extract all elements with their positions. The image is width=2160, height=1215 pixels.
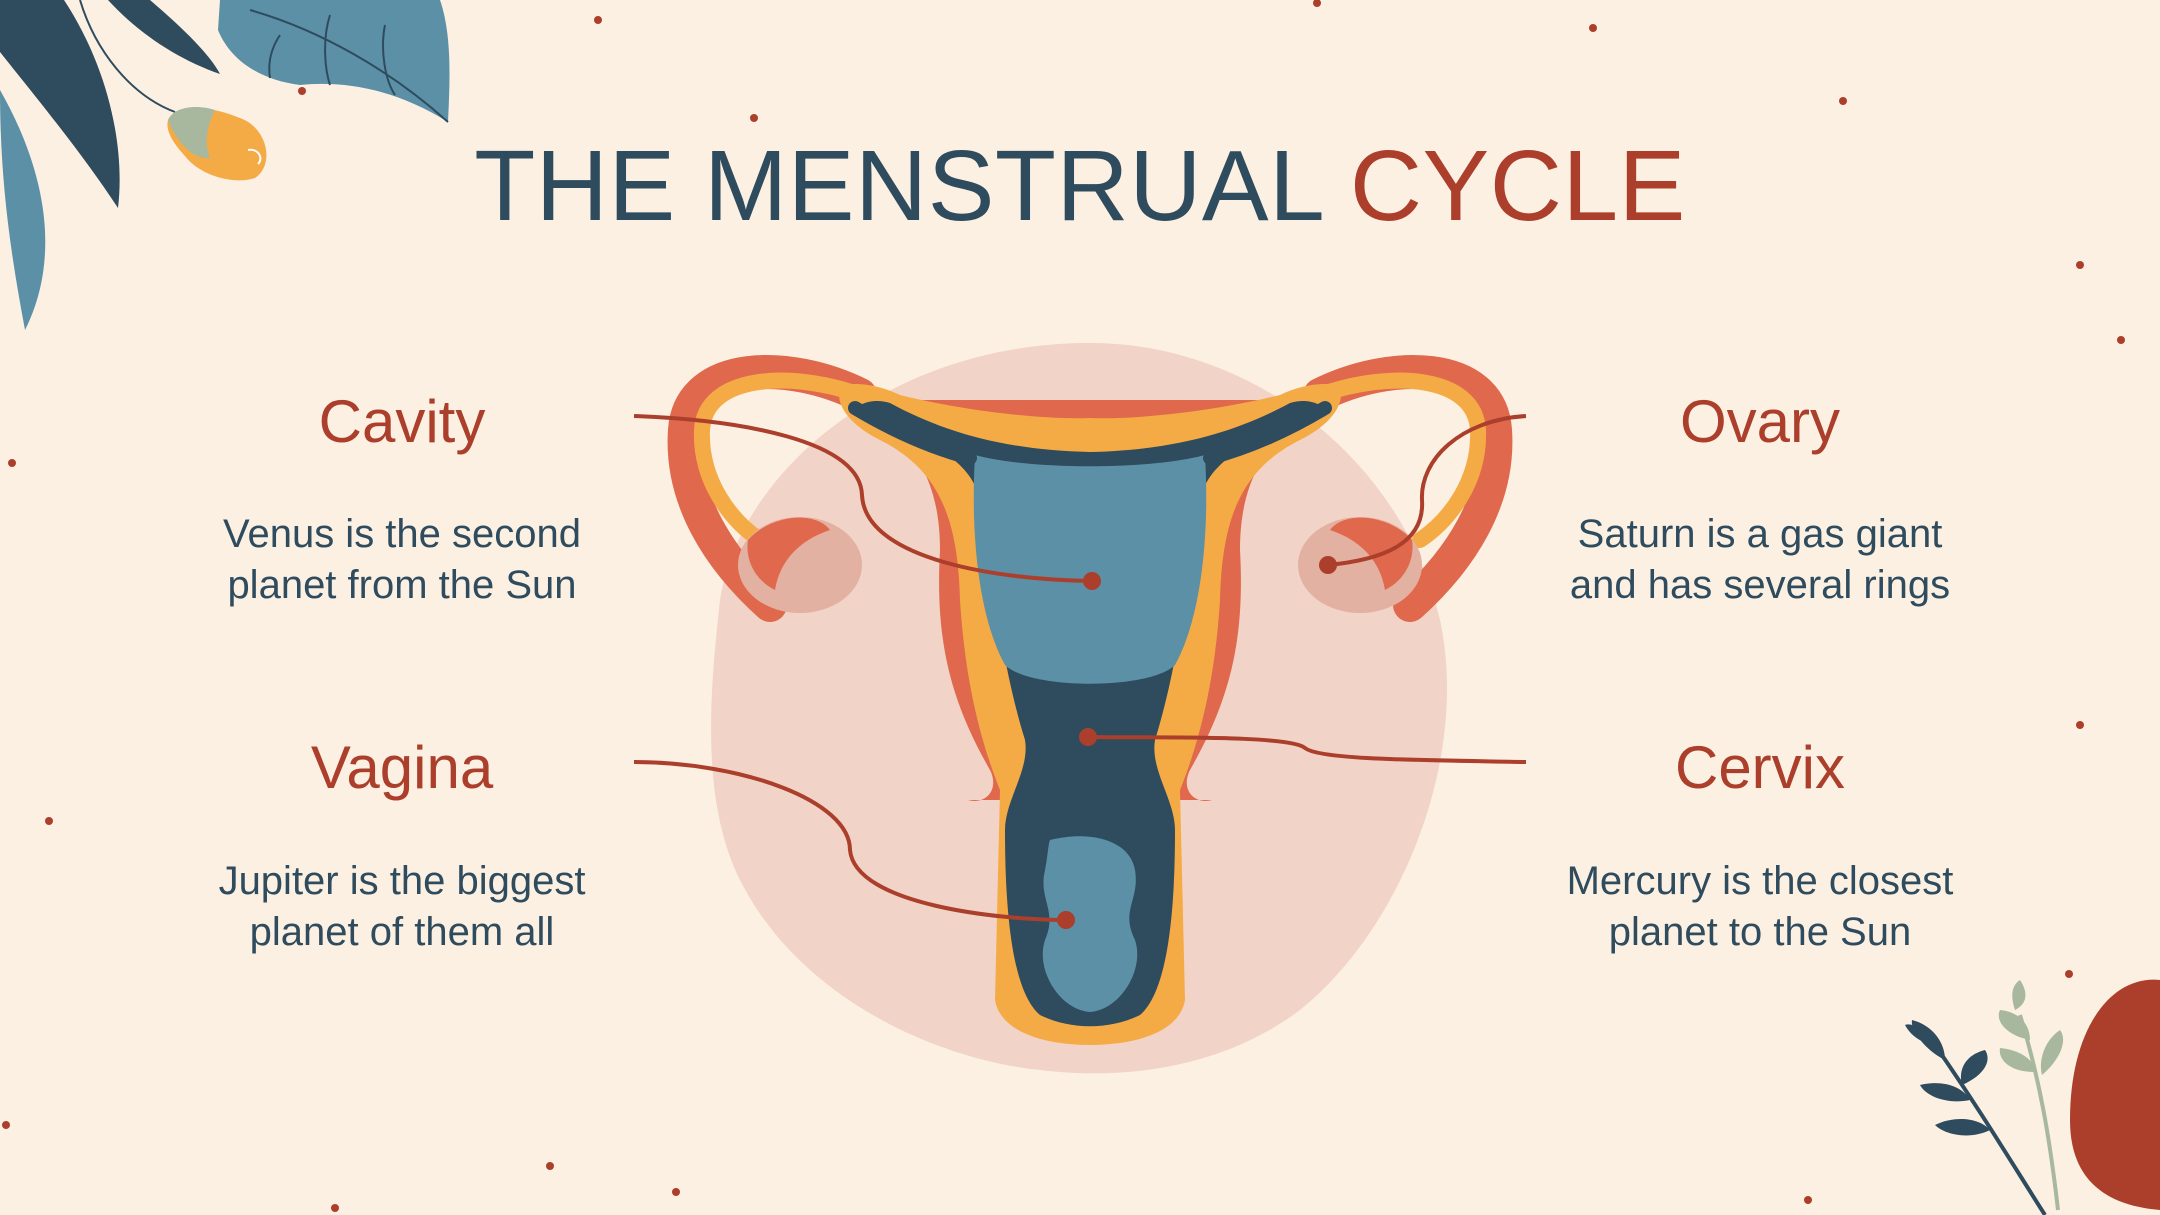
cervix-description: Mercury is the closest planet to the Sun: [1480, 856, 2040, 958]
ovary-description-line-1: Saturn is a gas giant: [1577, 512, 1943, 556]
leaves-top-left-decoration: [0, 0, 450, 330]
ovary-label: Ovary: [1679, 388, 1841, 455]
cervix-label: Cervix: [1674, 734, 1845, 801]
vagina-description: Jupiter is the biggest planet of them al…: [122, 856, 682, 958]
vagina-description-line-1: Jupiter is the biggest: [218, 859, 586, 903]
cavity-label: Cavity: [318, 388, 486, 455]
plants-bottom-right-decoration: [1905, 979, 2160, 1215]
cavity-description-line-1: Venus is the second: [222, 512, 582, 556]
ovary-description-line-2: and has several rings: [1569, 563, 1951, 607]
uterus-diagram: [667, 355, 1513, 1045]
cervix-description-line-2: planet to the Sun: [1608, 910, 1912, 954]
vagina-label: Vagina: [310, 734, 494, 801]
ovary-description: Saturn is a gas giant and has several ri…: [1480, 509, 2040, 611]
callout-points: [1057, 556, 1337, 929]
page-title: THE MENSTRUAL CYCLE: [0, 128, 2160, 244]
cavity-description: Venus is the second planet from the Sun: [122, 509, 682, 611]
title-main: THE MENSTRUAL: [474, 130, 1350, 242]
cavity-description-line-2: planet from the Sun: [227, 563, 577, 607]
vagina-description-line-2: planet of them all: [249, 910, 555, 954]
cervix-description-line-1: Mercury is the closest: [1566, 859, 1954, 903]
title-accent: CYCLE: [1349, 130, 1686, 242]
callout-lines: [633, 414, 1527, 922]
